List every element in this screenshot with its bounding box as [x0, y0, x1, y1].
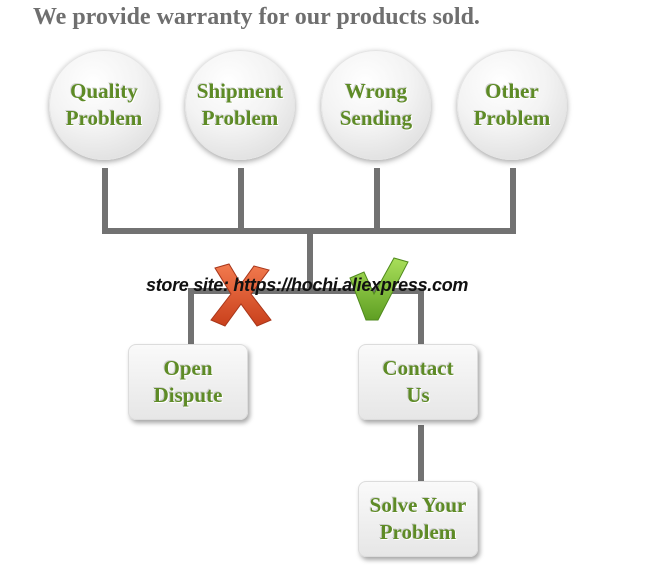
shipment-problem-circle: Shipment Problem [185, 50, 295, 160]
shipment-problem-label: Shipment Problem [196, 79, 284, 130]
open-dispute-label: Open Dispute [153, 356, 223, 407]
connector-wrong [374, 168, 380, 232]
open-dispute-box: Open Dispute [128, 344, 248, 420]
connector-dispute [188, 288, 194, 344]
quality-problem-circle: Quality Problem [49, 50, 159, 160]
connector-branch [188, 288, 424, 294]
wrong-sending-label: Wrong Sending [339, 79, 413, 130]
connector-shipment [238, 168, 244, 232]
other-problem-label: Other Problem [473, 79, 551, 130]
connector-contact [418, 288, 424, 344]
solve-problem-label: Solve Your Problem [369, 493, 467, 544]
connector-solve [418, 425, 424, 481]
cross-icon [210, 263, 272, 327]
check-icon [349, 257, 409, 321]
connector-other [510, 168, 516, 232]
other-problem-circle: Other Problem [457, 50, 567, 160]
store-site-watermark: store site: https://hochi.aliexpress.com [146, 275, 469, 295]
quality-problem-label: Quality Problem [65, 79, 143, 130]
page-headline: We provide warranty for our products sol… [33, 4, 480, 30]
connector-quality [102, 168, 108, 232]
contact-us-box: Contact Us [358, 344, 478, 420]
connector-center-down [307, 228, 313, 292]
solve-problem-box: Solve Your Problem [358, 481, 478, 557]
wrong-sending-circle: Wrong Sending [321, 50, 431, 160]
contact-us-label: Contact Us [382, 356, 454, 407]
